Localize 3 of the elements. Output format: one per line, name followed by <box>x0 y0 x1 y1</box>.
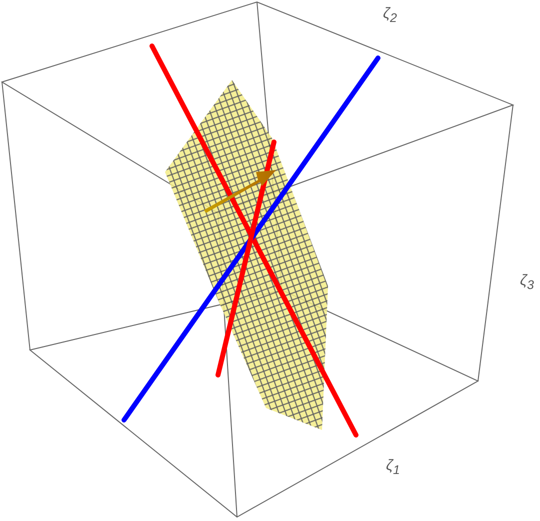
axis-label: ζ$_{2}$ <box>383 6 397 24</box>
axis-label: ζ$_{1}$ <box>386 458 400 476</box>
axis-label: ζ$_{3}$ <box>520 273 534 292</box>
